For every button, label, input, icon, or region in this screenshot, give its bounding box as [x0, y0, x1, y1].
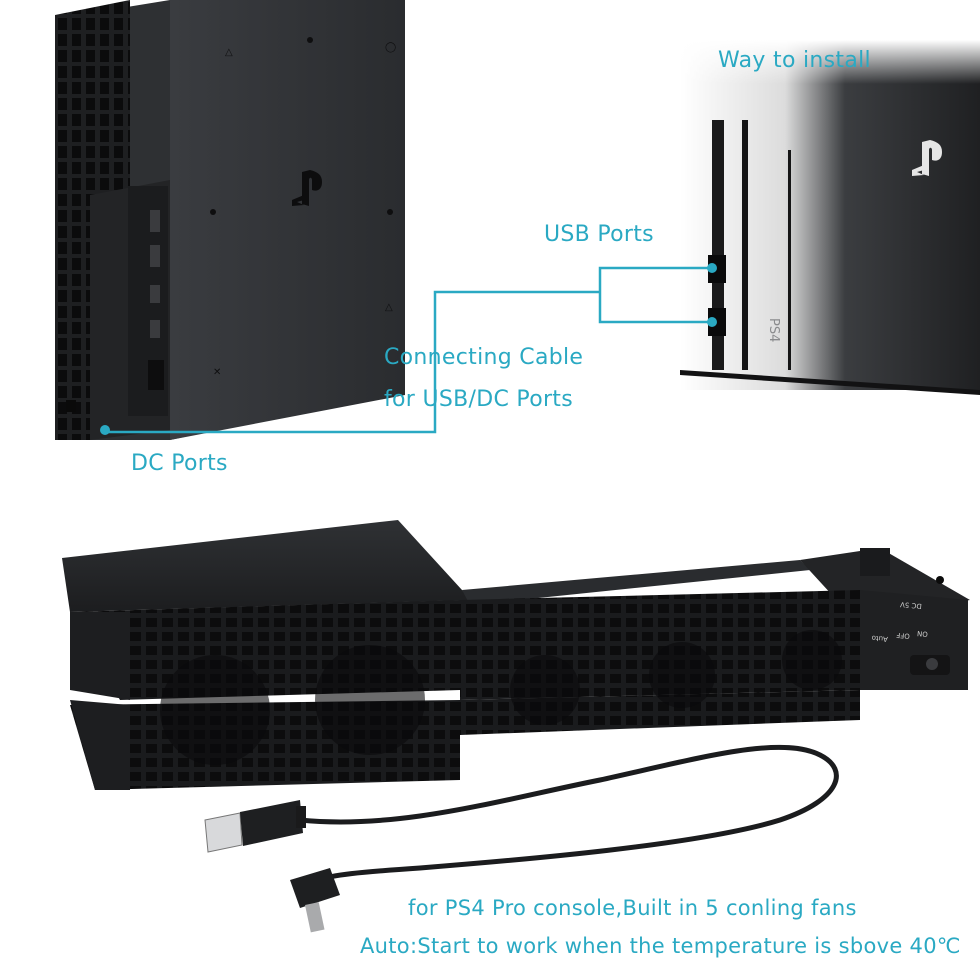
- dc-ports-label: DC Ports: [131, 451, 228, 476]
- playstation-logo-icon: [912, 140, 942, 176]
- connecting-cable-label: Connecting Cable: [384, 345, 584, 370]
- svg-text:△: △: [385, 302, 393, 313]
- connecting-cable-sublabel: for USB/DC Ports: [384, 387, 573, 412]
- switch-on-mark: ON: [917, 629, 928, 638]
- caption-line-1: for PS4 Pro console,Built in 5 conling f…: [408, 896, 857, 920]
- svg-text:✕: ✕: [213, 367, 221, 378]
- usb-port-marker-1: [707, 263, 717, 273]
- callout-lines: [105, 266, 712, 434]
- console-vertical: △ ◯ △ ✕: [55, 0, 405, 440]
- playstation-logo-icon: [292, 170, 322, 206]
- switch-off-mark: OFF: [896, 631, 910, 640]
- dc-plug: [290, 868, 340, 933]
- console-closeup: PS4: [680, 40, 980, 395]
- usb-port-marker-2: [707, 317, 717, 327]
- ps4-mark: PS4: [766, 318, 781, 342]
- dc-port-marker: [100, 425, 110, 435]
- dc-5v-mark: DC 5V: [900, 600, 923, 610]
- usb-ports-label: USB Ports: [544, 222, 654, 247]
- svg-text:△: △: [225, 47, 233, 58]
- cooling-fan-unit: DC 5V Auto OFF ON: [62, 520, 970, 790]
- usb-cable: [204, 744, 839, 933]
- svg-text:◯: ◯: [385, 42, 396, 53]
- usb-a-plug: [204, 800, 306, 853]
- caption-line-2: Auto:Start to work when the temperature …: [360, 934, 961, 958]
- way-to-install-label: Way to install: [718, 48, 871, 73]
- switch-auto-mark: Auto: [871, 634, 888, 643]
